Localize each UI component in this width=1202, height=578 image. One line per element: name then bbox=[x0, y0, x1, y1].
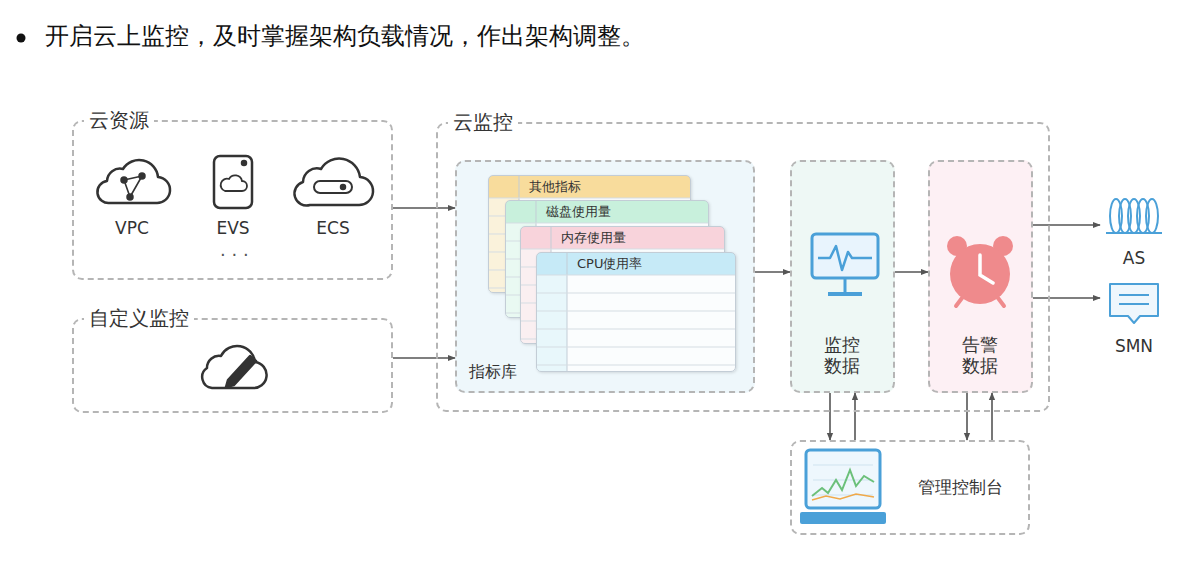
card-grid bbox=[537, 275, 567, 371]
custom-monitor-icon bbox=[202, 346, 266, 388]
card-header: 其他指标 bbox=[489, 176, 690, 198]
metric-card: CPU使用率 bbox=[536, 252, 736, 372]
card-grid bbox=[537, 365, 735, 366]
flow-arrow bbox=[895, 271, 928, 273]
as-icon bbox=[1146, 199, 1158, 233]
panel-fills bbox=[790, 160, 895, 393]
node-label: EVS bbox=[216, 218, 249, 238]
vpc-icon bbox=[97, 160, 170, 203]
custom-monitor-icon bbox=[226, 356, 256, 387]
card-grid bbox=[537, 329, 735, 330]
panel-box: 其他指标磁盘使用量内存使用量 CPU使用率指标库 bbox=[455, 160, 755, 393]
group-box: 自定义监控 bbox=[72, 318, 393, 413]
panel-fills bbox=[455, 160, 755, 393]
node-label: VPC bbox=[115, 218, 149, 238]
custom-monitor-icon bbox=[202, 346, 266, 388]
card-grid bbox=[521, 249, 724, 250]
service-icon: AS bbox=[1100, 190, 1168, 270]
service-icon: SMN bbox=[1100, 278, 1168, 358]
as-icon bbox=[1106, 232, 1162, 234]
card-grid bbox=[537, 293, 735, 294]
flow-arrow bbox=[991, 393, 993, 440]
smn-icon bbox=[1110, 284, 1158, 323]
smn-icon bbox=[1119, 294, 1149, 296]
ecs-icon bbox=[341, 185, 345, 189]
smn-icon bbox=[1119, 303, 1149, 305]
group-label: 自定义监控 bbox=[84, 306, 194, 330]
card-header: 磁盘使用量 bbox=[506, 201, 708, 223]
flow-arrow bbox=[829, 393, 831, 440]
console-icon bbox=[812, 470, 874, 496]
console-icon bbox=[813, 465, 873, 466]
card-grid bbox=[506, 223, 708, 224]
card-grid bbox=[567, 253, 568, 371]
console-icon bbox=[800, 450, 886, 524]
vpc-icon bbox=[122, 178, 127, 183]
node-label: SMN bbox=[1115, 336, 1153, 356]
group-label: 云监控 bbox=[448, 110, 518, 134]
node-label: 指标库 bbox=[469, 362, 517, 381]
service-icon: ECS bbox=[293, 150, 373, 240]
flow-arrow bbox=[1033, 297, 1100, 299]
alarm-clock-icon bbox=[998, 298, 1004, 306]
monitor-data-icon bbox=[844, 278, 847, 292]
node-label: 管理控制台 bbox=[918, 477, 1003, 497]
flow-arrow bbox=[393, 207, 455, 209]
service-icon: VPC bbox=[92, 150, 172, 240]
panel-box: 告警 数据 bbox=[928, 160, 1033, 393]
alarm-clock-icon bbox=[947, 236, 1013, 306]
node-label: AS bbox=[1123, 248, 1145, 268]
evs-icon bbox=[214, 156, 252, 208]
vpc-icon bbox=[140, 174, 145, 179]
title-bullet bbox=[17, 34, 26, 43]
vpc-icon bbox=[128, 195, 133, 200]
ecs-icon bbox=[314, 181, 352, 193]
panel-box: 监控 数据 bbox=[790, 160, 895, 393]
alarm-clock-icon bbox=[956, 298, 962, 306]
monitor-data-icon bbox=[828, 292, 862, 296]
flow-arrow bbox=[755, 271, 790, 273]
evs-icon bbox=[242, 161, 246, 165]
card-grid bbox=[537, 347, 735, 348]
panel-fills bbox=[928, 160, 1033, 393]
card-header: 内存使用量 bbox=[521, 227, 724, 249]
group-box: 其他指标磁盘使用量内存使用量CPU使用率指标库监控 数据告警 数据云监控 bbox=[436, 122, 1050, 412]
console-icon bbox=[800, 512, 886, 524]
node-label: 告警 数据 bbox=[960, 334, 1001, 377]
ecs-icon bbox=[294, 159, 373, 206]
vpc-icon bbox=[97, 160, 170, 203]
console-icon bbox=[806, 450, 880, 508]
monitor-data-icon bbox=[812, 234, 878, 278]
flow-arrow bbox=[393, 357, 455, 359]
evs-icon bbox=[221, 175, 247, 191]
page-title: 开启云上监控，及时掌握架构负载情况，作出架构调整。 bbox=[45, 20, 645, 52]
group-box: 管理控制台 bbox=[790, 440, 1030, 535]
smn-icon bbox=[1110, 284, 1158, 323]
flow-arrow bbox=[854, 393, 856, 440]
ecs-icon bbox=[294, 159, 373, 206]
console-icon bbox=[812, 494, 874, 500]
ellipsis-label: · · · bbox=[220, 244, 249, 265]
monitor-data-icon bbox=[818, 246, 872, 270]
node-label: 监控 数据 bbox=[822, 334, 863, 377]
node-label: ECS bbox=[316, 218, 349, 238]
group-label: 云资源 bbox=[84, 108, 154, 132]
monitor-data-icon bbox=[812, 234, 878, 294]
alarm-clock-icon bbox=[950, 244, 1010, 304]
flow-arrow bbox=[966, 393, 968, 440]
console-icon bbox=[813, 480, 873, 481]
card-header: CPU使用率 bbox=[537, 253, 735, 275]
flow-arrow bbox=[1033, 224, 1100, 226]
evs-icon bbox=[214, 156, 252, 208]
as-icon bbox=[1106, 199, 1162, 233]
title-bullet bbox=[17, 34, 26, 43]
alarm-clock-icon bbox=[980, 255, 993, 283]
card-grid bbox=[489, 198, 690, 199]
card-grid bbox=[537, 311, 735, 312]
service-icon: EVS bbox=[193, 150, 273, 240]
card-grid bbox=[537, 275, 735, 276]
